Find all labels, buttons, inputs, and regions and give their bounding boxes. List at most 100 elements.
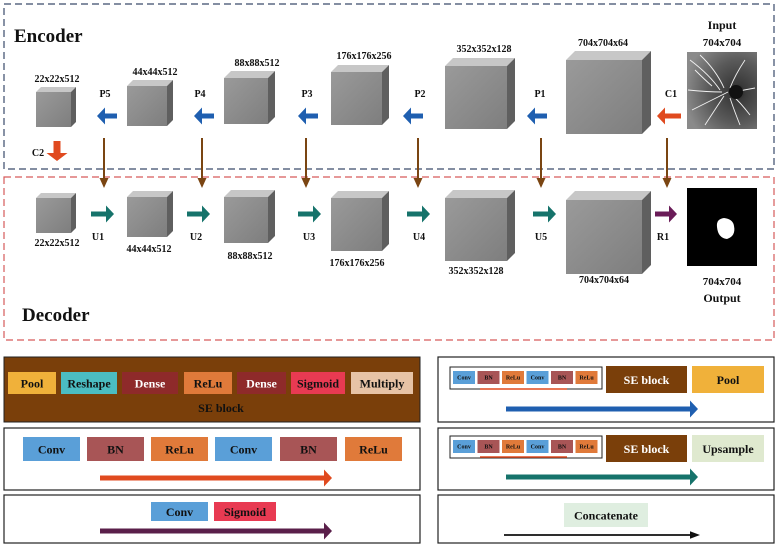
p1-arrow	[527, 107, 547, 125]
legend-pb-mini-bn: BN	[477, 371, 500, 384]
c2-arrow	[46, 141, 68, 161]
legend-ub-mini-relu-label: ReLu	[506, 445, 521, 451]
p5-label: P5	[99, 89, 110, 100]
legend-se-caption: SE block	[198, 401, 244, 415]
legend-se-dense: Dense	[122, 372, 178, 394]
skip-arrow-5	[536, 138, 546, 188]
c1-arrow	[657, 107, 681, 125]
legend-pool-block-arrow	[506, 400, 698, 418]
output-mask-image	[687, 188, 757, 266]
legend-conv-sigmoid-arrow	[100, 522, 332, 540]
c2-label: C2	[32, 148, 44, 159]
legend-se-pool-label: Pool	[21, 376, 44, 390]
encoder-cube-3	[331, 65, 389, 125]
legend-ub-mini-bn-2-label: BN	[558, 445, 567, 451]
legend-cs-sigmoid: Sigmoid	[214, 502, 276, 521]
decoder-cube-6	[566, 191, 651, 274]
legend-ub-mini-conv: Conv	[453, 440, 475, 453]
decoder-cube-4	[331, 191, 389, 251]
encoder-cube-size-1: 704x704x64	[578, 38, 628, 49]
decoder-title: Decoder	[22, 305, 90, 326]
legend-ub-se: SE block	[606, 435, 687, 462]
u4-label: U4	[413, 232, 425, 243]
skip-arrow-4	[413, 138, 423, 188]
legend-pb-mini-bn-2-label: BN	[558, 376, 567, 382]
legend-conv-block-arrow	[100, 469, 332, 487]
legend-pb-se-label: SE block	[624, 373, 670, 387]
legend-cs-sigmoid-label: Sigmoid	[224, 505, 266, 519]
legend-upsample-block-arrow	[506, 468, 698, 486]
input-label: Input	[708, 18, 737, 32]
legend-pb-mini-conv-2-label: Conv	[531, 376, 545, 382]
legend-ub-mini-relu-2-label: ReLu	[579, 445, 594, 451]
encoder-cube-size-4: 88x88x512	[235, 58, 280, 69]
u3-label: U3	[303, 232, 315, 243]
legend-ub-se-label: SE block	[624, 442, 670, 456]
output-size-label: 704x704	[703, 276, 742, 288]
legend-cb-conv-label: Conv	[38, 442, 65, 456]
decoder-cube-size-1: 22x22x512	[35, 238, 80, 249]
encoder-cube-6	[36, 87, 76, 127]
legend-cb-relu-label: ReLu	[165, 442, 194, 456]
p2-label: P2	[414, 89, 425, 100]
legend-concatenate-arrow	[504, 531, 700, 539]
decoder-cube-2	[127, 191, 173, 237]
legend-se-reshape: Reshape	[61, 372, 117, 394]
encoder-frame	[3, 3, 775, 170]
u2-arrow	[187, 205, 210, 223]
legend-pb-mini-conv-label: Conv	[457, 376, 471, 382]
p3-arrow	[298, 107, 318, 125]
input-size-label: 704x704	[703, 37, 742, 49]
legend-pb-mini-relu: ReLu	[502, 371, 524, 384]
encoder-cube-size-3: 176x176x256	[337, 51, 392, 62]
legend-se-sigmoid: Sigmoid	[291, 372, 345, 394]
r1-arrow	[655, 205, 677, 223]
legend-se-dense-label: Dense	[135, 376, 166, 390]
u3-arrow	[298, 205, 321, 223]
decoder-frame	[3, 176, 775, 341]
input-retina-image	[687, 52, 757, 129]
legend-pb-mini-relu-2: ReLu	[575, 371, 598, 384]
legend-pb-mini-relu-2-label: ReLu	[579, 376, 594, 382]
legend-concatenate: Concatenate	[564, 503, 648, 527]
legend-pb-mini-bn-2: BN	[551, 371, 573, 384]
decoder-cube-5	[445, 190, 515, 261]
legend-cb-conv: Conv	[23, 437, 80, 461]
encoder-cube-5	[127, 80, 173, 126]
legend-se-dense-2-label: Dense	[246, 376, 277, 390]
legend-cb-bn-label: BN	[107, 442, 124, 456]
legend-cb-bn-2-label: BN	[300, 442, 317, 456]
decoder-cube-size-2: 44x44x512	[127, 244, 172, 255]
legend-se-sigmoid-label: Sigmoid	[297, 376, 339, 390]
p4-arrow	[194, 107, 214, 125]
skip-arrow-6	[662, 138, 672, 188]
c1-label: C1	[665, 89, 677, 100]
decoder-cube-size-4: 176x176x256	[330, 258, 385, 269]
legend-se-reshape-label: Reshape	[67, 376, 111, 390]
encoder-cube-size-6: 22x22x512	[35, 74, 80, 85]
u2-label: U2	[190, 232, 202, 243]
legend-cs-conv-label: Conv	[166, 505, 193, 519]
legend-ub-upsample-label: Upsample	[702, 442, 754, 456]
legend-pb-se: SE block	[606, 366, 687, 393]
legend-se-relu: ReLu	[184, 372, 232, 394]
u1-label: U1	[92, 232, 104, 243]
u5-arrow	[533, 205, 556, 223]
output-label: Output	[703, 291, 740, 305]
u5-label: U5	[535, 232, 547, 243]
legend-cb-relu-2-label: ReLu	[359, 442, 388, 456]
legend-cb-bn-2: BN	[280, 437, 337, 461]
encoder-cube-4	[224, 71, 275, 124]
legend-pb-mini-conv-2: Conv	[526, 371, 549, 384]
skip-arrow-1	[99, 138, 109, 188]
p5-arrow	[97, 107, 117, 125]
decoder-cube-size-3: 88x88x512	[228, 251, 273, 262]
legend-se-pool: Pool	[8, 372, 56, 394]
legend-cs-conv: Conv	[151, 502, 208, 521]
decoder-cube-size-6: 704x704x64	[579, 275, 629, 286]
legend-pb-mini-conv: Conv	[453, 371, 475, 384]
decoder-cube-size-5: 352x352x128	[449, 266, 504, 277]
legend-ub-mini-relu-2: ReLu	[575, 440, 598, 453]
u1-arrow	[91, 205, 114, 223]
